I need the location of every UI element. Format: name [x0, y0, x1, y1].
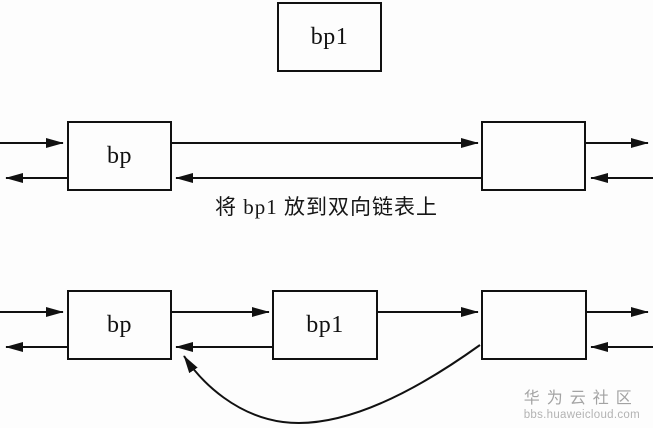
node-label: bp: [107, 143, 132, 169]
watermark-site-name: 华为云社区: [523, 390, 639, 407]
arrow-after-right-prev-curve: [183, 344, 481, 424]
watermark-site-url: bbs.huaweicloud.com: [523, 409, 640, 421]
node-label: bp1: [306, 312, 344, 338]
node-bp1-detached: bp1: [277, 2, 382, 72]
node-bp1-after: bp1: [272, 290, 378, 360]
watermark: 华为云社区 bbs.huaweicloud.com: [524, 384, 640, 421]
node-next-after: [481, 290, 587, 360]
node-label: bp: [107, 312, 132, 338]
diagram-caption: 将 bp1 放到双向链表上: [215, 195, 438, 219]
node-next-before: [481, 121, 586, 191]
node-bp-before: bp: [67, 121, 172, 191]
node-label: bp1: [310, 24, 349, 50]
node-bp-after: bp: [67, 290, 172, 360]
